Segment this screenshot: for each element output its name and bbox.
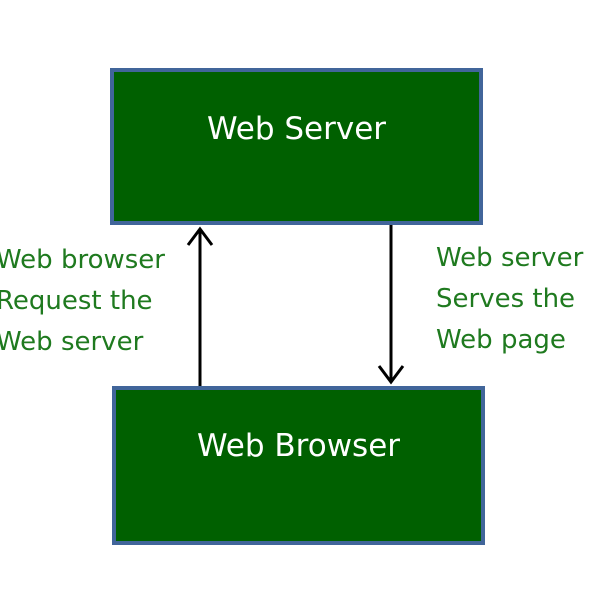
request-arrowhead: [186, 226, 214, 246]
response-label-line: Web page: [436, 325, 566, 355]
request-label-line: Web browser: [0, 245, 165, 275]
response-label-line: Web server: [436, 243, 584, 273]
web-browser-box: Web Browser: [112, 386, 485, 545]
request-label-line: Request the: [0, 286, 153, 316]
request-label-line: Web server: [0, 327, 144, 357]
request-arrow: [186, 226, 214, 386]
response-label-line: Serves the: [436, 284, 576, 314]
web-server-box: Web Server: [110, 68, 483, 225]
response-arrowhead: [377, 365, 405, 385]
response-label: Web server Serves the Web page: [436, 238, 583, 361]
request-label: Web browser Request the Web server: [0, 240, 165, 363]
web-browser-label: Web Browser: [196, 427, 401, 464]
web-server-label: Web Server: [206, 110, 387, 147]
response-arrow: [377, 225, 405, 385]
